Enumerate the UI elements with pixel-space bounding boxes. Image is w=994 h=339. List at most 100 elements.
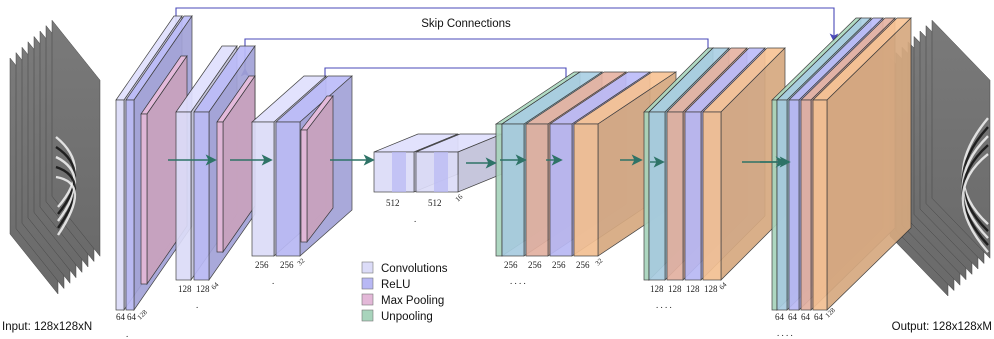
encoder-block2-labels: 128 128 64 . bbox=[178, 280, 221, 310]
legend: Convolutions ReLU Max Pooling Unpooling bbox=[361, 261, 448, 323]
encoder-block-2 bbox=[175, 44, 256, 282]
dots: . bbox=[126, 329, 128, 339]
slab-front bbox=[800, 99, 812, 311]
channel-label: 64 bbox=[116, 312, 126, 322]
wave-pattern bbox=[55, 175, 77, 236]
channel-label: 64 bbox=[801, 312, 811, 322]
max-pooling-layer bbox=[300, 94, 334, 244]
legend-label-max-pooling: Max Pooling bbox=[381, 295, 444, 307]
output-label: Output: 128x128xM bbox=[892, 321, 992, 333]
dots: . bbox=[414, 214, 416, 224]
slab-front bbox=[573, 123, 599, 257]
relu-band bbox=[392, 152, 406, 192]
channel-label: 512 bbox=[386, 198, 400, 208]
decoder-block2-labels: 128 128 128 128 64 . . . . bbox=[650, 280, 729, 310]
slab-front bbox=[251, 121, 275, 257]
dots: . . . . bbox=[656, 300, 672, 310]
dots: . . . . bbox=[777, 328, 793, 338]
decoder-block1-labels: 64 64 64 64 128 . . . . bbox=[775, 306, 837, 338]
channel-label: 64 bbox=[788, 312, 798, 322]
channel-label: 128 bbox=[178, 284, 192, 294]
channel-label: 64 bbox=[814, 312, 824, 322]
decoder-block-1 bbox=[771, 17, 912, 311]
slab-front bbox=[643, 111, 650, 281]
skip-connection-2 bbox=[240, 38, 713, 77]
channel-label: 256 bbox=[255, 260, 269, 270]
channel-label: 256 bbox=[528, 260, 542, 270]
channel-label: 128 bbox=[704, 284, 718, 294]
encoder-block1-labels: 64 64 128 . bbox=[116, 308, 149, 339]
slab-front bbox=[788, 99, 800, 311]
network-blocks bbox=[115, 14, 912, 312]
encoder-block3-labels: 256 256 32 . bbox=[255, 256, 307, 286]
dots: . bbox=[196, 300, 198, 310]
slab-front bbox=[684, 111, 702, 281]
slab-front bbox=[275, 121, 301, 257]
slab-front bbox=[216, 121, 224, 253]
dots: . bbox=[272, 276, 274, 286]
slab-front bbox=[140, 113, 148, 285]
decoder-block3-labels: 256 256 256 256 32 . . . . bbox=[504, 256, 605, 286]
channel-label: 64 bbox=[775, 312, 785, 322]
slab-front bbox=[501, 123, 525, 257]
flow-arrows bbox=[168, 154, 791, 169]
channel-label: 256 bbox=[504, 260, 518, 270]
slab-front bbox=[648, 111, 666, 281]
conv-layer bbox=[702, 47, 786, 281]
decoder-block-3 bbox=[494, 71, 678, 257]
channel-label: 128 bbox=[650, 284, 664, 294]
slab-front bbox=[812, 99, 828, 311]
input-label: Input: 128x128xN bbox=[2, 321, 92, 333]
slab-front bbox=[525, 123, 549, 257]
conv-layer bbox=[812, 17, 912, 311]
slab-front bbox=[193, 111, 210, 281]
legend-swatch-relu bbox=[361, 277, 374, 290]
input-slice bbox=[51, 19, 101, 257]
size-label: 64 bbox=[718, 280, 729, 291]
legend-swatch-convolutions bbox=[361, 261, 374, 274]
size-label: 32 bbox=[594, 256, 605, 267]
legend-label-unpooling: Unpooling bbox=[381, 311, 433, 323]
wave-pattern bbox=[961, 153, 989, 253]
bottleneck-labels: 512 512 16 . bbox=[386, 192, 465, 224]
channel-label: 128 bbox=[686, 284, 700, 294]
max-pooling-layer bbox=[216, 74, 256, 254]
legend-swatch-max-pooling bbox=[361, 293, 374, 306]
channel-label: 256 bbox=[576, 260, 590, 270]
slab-front bbox=[702, 111, 722, 281]
slab-front bbox=[115, 99, 125, 311]
channel-label: 128 bbox=[668, 284, 682, 294]
slab-front bbox=[495, 123, 503, 257]
size-label: 32 bbox=[296, 256, 307, 267]
skip-connections-title: Skip Connections bbox=[421, 18, 511, 30]
slab-front bbox=[175, 111, 192, 281]
channel-label: 64 bbox=[127, 312, 137, 322]
legend-label-convolutions: Convolutions bbox=[381, 263, 448, 275]
image-slice bbox=[931, 19, 991, 259]
encoder-block-3 bbox=[251, 75, 353, 257]
skip-line bbox=[324, 67, 571, 101]
channel-label: 256 bbox=[280, 260, 294, 270]
skip-connection-3 bbox=[320, 67, 571, 105]
slab-front bbox=[771, 99, 778, 311]
channel-label: 512 bbox=[428, 198, 442, 208]
legend-swatch-unpooling bbox=[361, 309, 374, 322]
slab-front bbox=[776, 99, 788, 311]
size-label: 64 bbox=[210, 280, 221, 291]
image-slice bbox=[51, 19, 101, 257]
slab-front bbox=[300, 129, 308, 243]
skip-line bbox=[244, 38, 713, 73]
size-label: 16 bbox=[454, 192, 465, 203]
relu-band bbox=[434, 152, 448, 192]
slab-front bbox=[666, 111, 684, 281]
decoder-block-2 bbox=[643, 47, 786, 281]
dots: . . . . bbox=[510, 276, 526, 286]
size-label: 128 bbox=[136, 308, 149, 321]
channel-label: 256 bbox=[552, 260, 566, 270]
bottleneck-block bbox=[373, 133, 503, 193]
legend-label-relu: ReLU bbox=[381, 279, 410, 291]
input-image-stack bbox=[9, 19, 101, 295]
channel-label: 128 bbox=[196, 284, 210, 294]
output-slice bbox=[931, 19, 991, 259]
